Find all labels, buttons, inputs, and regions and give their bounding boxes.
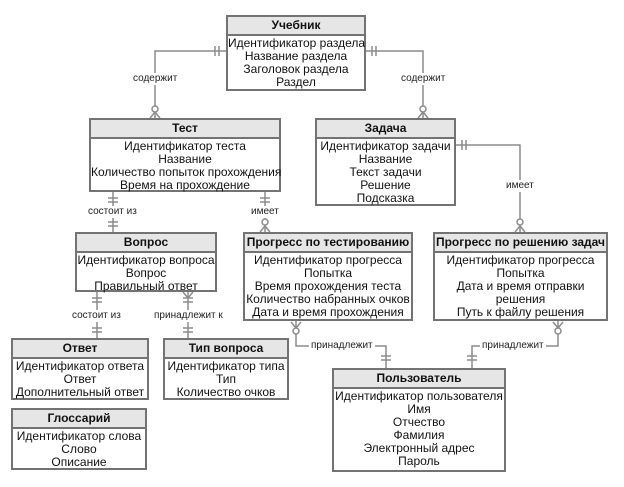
rel-label-test-progress: имеет bbox=[249, 206, 281, 218]
entity-attributes: Идентификатор раздела Название раздела З… bbox=[228, 36, 366, 89]
attribute: Идентификатор типа bbox=[167, 359, 285, 373]
entity-tip-voprosa[interactable]: Тип вопроса Идентификатор типа Тип Колич… bbox=[163, 338, 289, 400]
entity-test[interactable]: Тест Идентификатор теста Название Количе… bbox=[89, 118, 281, 192]
entity-attributes: Идентификатор типа Тип Количество очков bbox=[165, 359, 287, 399]
attribute: Количество набранных очков bbox=[246, 292, 410, 306]
attribute: Время прохождения теста bbox=[254, 279, 402, 293]
entity-glossary[interactable]: Глоссарий Идентификатор слова Слово Опис… bbox=[11, 408, 147, 470]
rel-label-uchebnik-test: содержит bbox=[131, 73, 180, 85]
attribute: Электронный адрес bbox=[363, 441, 475, 455]
attribute: Текст задачи bbox=[349, 165, 422, 179]
entity-title: Вопрос bbox=[77, 234, 215, 253]
entity-title: Прогресс по решению задач bbox=[435, 234, 606, 253]
attribute: Попытка bbox=[496, 266, 545, 280]
rel-label-vopros-otvet: состоит из bbox=[70, 310, 123, 322]
attribute: Идентификатор пользователя bbox=[335, 389, 503, 403]
attribute: Название bbox=[158, 152, 212, 166]
attribute: Дата и время отправки bbox=[456, 279, 585, 293]
entity-otvet[interactable]: Ответ Идентификатор ответа Ответ Дополни… bbox=[11, 338, 149, 400]
rel-label-test-vopros: состоит из bbox=[86, 206, 139, 218]
attribute: Идентификатор ответа bbox=[15, 359, 145, 373]
entity-title: Пользователь bbox=[334, 370, 504, 389]
entity-attributes: Идентификатор прогресса Попытка Время пр… bbox=[245, 253, 411, 319]
entity-title: Учебник bbox=[228, 17, 364, 36]
entity-vopros[interactable]: Вопрос Идентификатор вопроса Вопрос Прав… bbox=[75, 232, 217, 293]
rel-label-pzad-user: принадлежит bbox=[480, 340, 546, 352]
attribute: Дополнительный ответ bbox=[15, 385, 145, 399]
rel-uchebnik-zadacha-line bbox=[366, 46, 429, 119]
attribute: Попытка bbox=[303, 266, 353, 280]
attribute: Пароль bbox=[398, 454, 440, 468]
attribute: Решение bbox=[360, 178, 411, 192]
attribute: Количество попыток прохождения bbox=[91, 165, 282, 179]
entity-zadacha[interactable]: Задача Идентификатор задачи Название Тек… bbox=[315, 118, 456, 206]
rel-vopros-tip-line bbox=[182, 291, 194, 338]
attribute: Идентификатор теста bbox=[124, 139, 246, 153]
entity-title: Глоссарий bbox=[13, 410, 145, 429]
attribute: Идентификатор прогресса bbox=[254, 253, 402, 267]
attribute: Описание bbox=[51, 455, 107, 469]
attribute: Идентификатор вопроса bbox=[77, 253, 215, 267]
attribute: Дата и время прохождения bbox=[252, 305, 404, 319]
rel-label-vopros-tip: принадлежит к bbox=[152, 310, 225, 322]
attribute: Тип bbox=[215, 372, 236, 386]
rel-uchebnik-test-line bbox=[149, 46, 226, 119]
attribute: Путь к файлу решения bbox=[456, 305, 585, 319]
attribute: Вопрос bbox=[125, 266, 167, 280]
attribute: Название bbox=[358, 152, 413, 166]
entity-title: Прогресс по тестированию bbox=[245, 234, 411, 253]
attribute: Время на прохождение bbox=[120, 178, 250, 192]
entity-title: Задача bbox=[317, 120, 454, 139]
rel-label-zadacha-progress: имеет bbox=[504, 180, 536, 192]
attribute: Отчество bbox=[392, 415, 446, 429]
attribute: решения bbox=[495, 292, 546, 306]
attribute: Ответ bbox=[63, 372, 97, 386]
entity-attributes: Идентификатор прогресса Попытка Дата и в… bbox=[435, 253, 606, 319]
attribute: Идентификатор прогресса bbox=[446, 253, 595, 267]
entity-polzovatel[interactable]: Пользователь Идентификатор пользователя … bbox=[332, 368, 506, 472]
entity-attributes: Идентификатор пользователя Имя Отчество … bbox=[334, 389, 504, 468]
attribute: Количество очков bbox=[176, 385, 276, 399]
entity-title: Ответ bbox=[13, 340, 147, 359]
entity-progress-zadach[interactable]: Прогресс по решению задач Идентификатор … bbox=[433, 232, 608, 321]
attribute: Правильный ответ bbox=[94, 279, 198, 293]
entity-attributes: Идентификатор ответа Ответ Дополнительны… bbox=[13, 359, 147, 399]
rel-zadacha-progress-line bbox=[456, 140, 526, 233]
attribute: Подсказка bbox=[356, 191, 415, 205]
entity-attributes: Идентификатор задачи Название Текст зада… bbox=[317, 139, 454, 205]
entity-attributes: Идентификатор вопроса Вопрос Правильный … bbox=[77, 253, 215, 293]
attribute: Раздел bbox=[276, 75, 316, 89]
rel-label-uchebnik-zadacha: содержит bbox=[399, 73, 448, 85]
entity-attributes: Идентификатор слова Слово Описание bbox=[13, 429, 145, 469]
attribute: Название раздела bbox=[244, 49, 348, 63]
entity-title: Тип вопроса bbox=[165, 340, 287, 359]
attribute: Имя bbox=[407, 402, 431, 416]
attribute: Слово bbox=[61, 442, 97, 456]
rel-label-ptest-user: принадлежит bbox=[309, 340, 375, 352]
entity-uchebnik[interactable]: Учебник Идентификатор раздела Название р… bbox=[226, 15, 366, 91]
attribute: Идентификатор раздела bbox=[228, 36, 366, 50]
attribute: Фамилия bbox=[393, 428, 445, 442]
attribute: Идентификатор задачи bbox=[320, 139, 451, 153]
entity-progress-test[interactable]: Прогресс по тестированию Идентификатор п… bbox=[243, 232, 413, 321]
entity-attributes: Идентификатор теста Название Количество … bbox=[91, 139, 282, 192]
attribute: Заголовок раздела bbox=[243, 62, 349, 76]
entity-title: Тест bbox=[91, 120, 279, 139]
attribute: Идентификатор слова bbox=[16, 429, 142, 443]
